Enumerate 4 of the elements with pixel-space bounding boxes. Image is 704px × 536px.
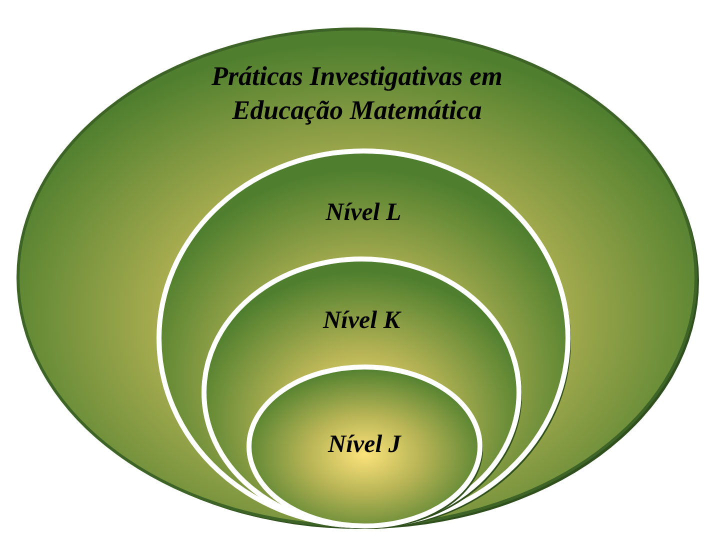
level-title: Nível L [324,198,402,228]
level-title: Nível J [326,430,402,460]
level-title: Práticas Investigativas em Educação Matemática [210,60,504,127]
level-title: Nível K [322,306,402,336]
